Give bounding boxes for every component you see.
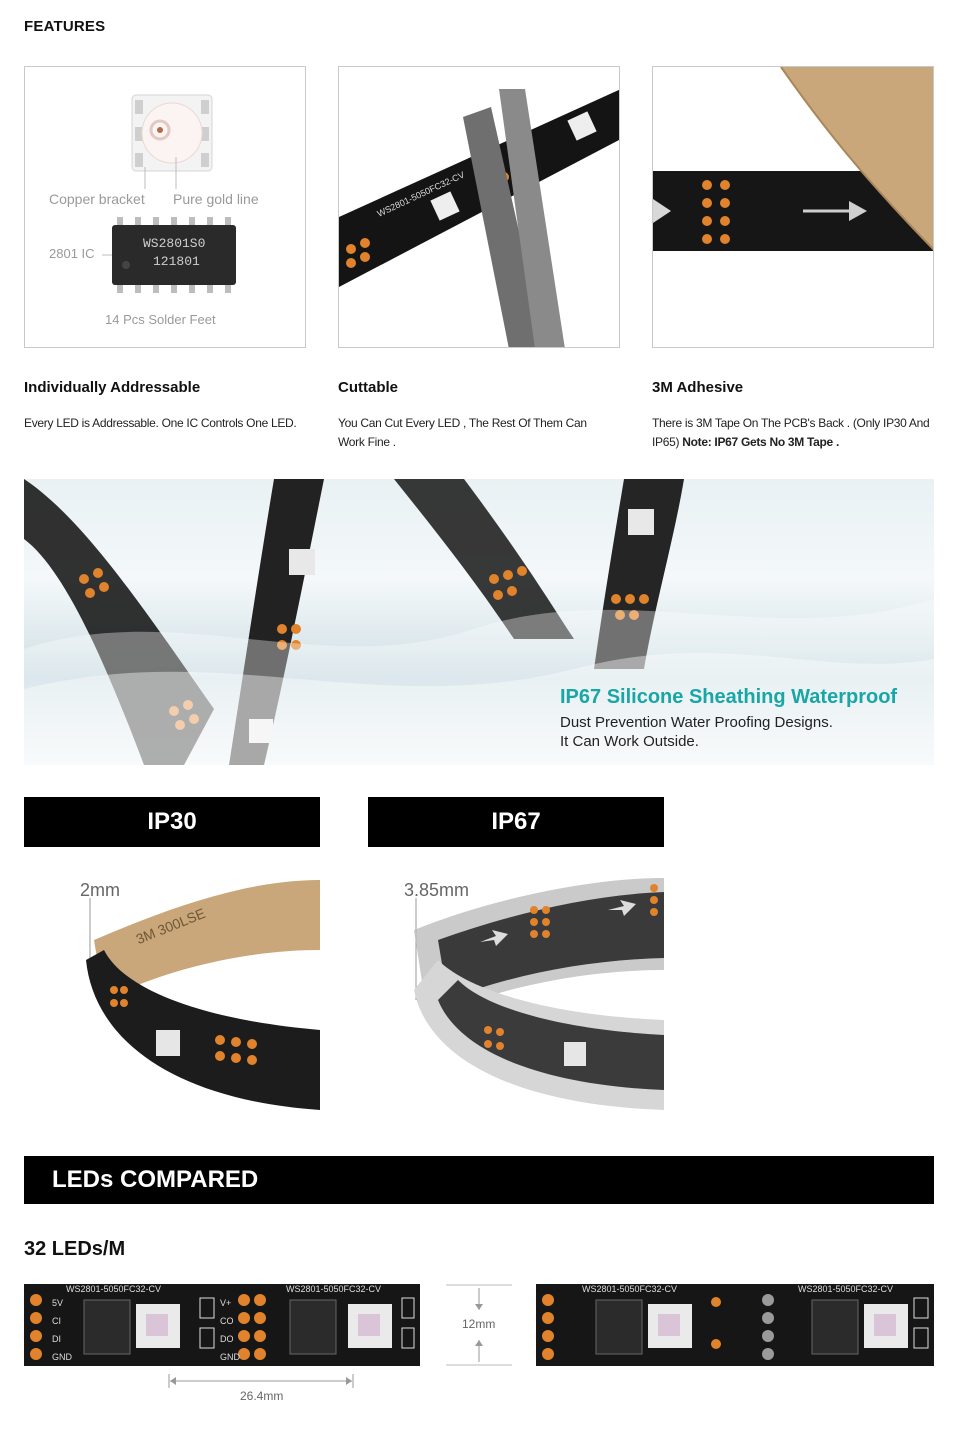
panel-adhesive: [652, 66, 934, 348]
panel-led-chip: Copper bracket Pure gold line 2801 IC WS…: [24, 66, 306, 348]
features-heading: FEATURES: [24, 18, 106, 35]
adhesive-note: Note: IP67 Gets No 3M Tape .: [682, 435, 839, 449]
pad-label-co: CO: [220, 1316, 234, 1326]
led-density-label: 32 LEDs/M: [24, 1238, 126, 1260]
waterproof-line-2: It Can Work Outside.: [560, 733, 699, 750]
leds-compared-header: LEDs COMPARED: [24, 1156, 934, 1204]
pad-label-di: DI: [52, 1334, 61, 1344]
feature-desc-adhesive: There is 3M Tape On The PCB's Back . (On…: [652, 414, 934, 452]
feature-title-cuttable: Cuttable: [338, 379, 398, 396]
led-chip-illustration: [102, 94, 236, 293]
led-strip-right: WS2801-5050FC32-CV WS2801-5050FC32-CV: [536, 1284, 934, 1366]
waterproof-line-1: Dust Prevention Water Proofing Designs.: [560, 714, 833, 731]
pad-label-5v: 5V: [52, 1298, 64, 1308]
pad-label-gnd: GND: [220, 1352, 240, 1362]
ip30-header: IP30: [24, 797, 320, 847]
chip-marking-1: WS2801S0: [143, 236, 206, 251]
adhesive-tape-illustration: [653, 67, 933, 251]
strip-right-text-2: WS2801-5050FC32-CV: [798, 1284, 894, 1294]
solder-feet-label: 14 Pcs Solder Feet: [105, 312, 216, 327]
ip67-thickness-label: 3.85mm: [404, 880, 470, 900]
pitch-dimension: 26.4mm: [168, 1374, 354, 1404]
strip-left-pad-labels: V+ CO DO GND: [220, 1294, 240, 1366]
chip-marking-2: 121801: [153, 254, 200, 269]
pad-label-gnd-in: GND: [52, 1352, 72, 1362]
width-label: 12mm: [462, 1317, 496, 1331]
pad-label-ci: CI: [52, 1316, 61, 1326]
strip-left-pad-labels-in: 5V CI DI GND: [52, 1294, 72, 1366]
ip30-thickness-label: 2mm: [80, 880, 120, 900]
ip67-header: IP67: [368, 797, 664, 847]
waterproof-strip-image: [24, 479, 934, 765]
strip-right-text-1: WS2801-5050FC32-CV: [582, 1284, 678, 1294]
ic-label: 2801 IC: [49, 246, 95, 261]
pitch-label: 26.4mm: [240, 1389, 284, 1403]
feature-desc-cuttable: You Can Cut Every LED , The Rest Of Them…: [338, 416, 587, 449]
gold-line-label: Pure gold line: [173, 191, 259, 207]
scissors-cutting-strip: WS2801-5050FC32-CV: [339, 89, 619, 347]
waterproof-banner: [24, 479, 934, 765]
copper-bracket-label: Copper bracket: [49, 191, 145, 207]
strip-left-text-1: WS2801-5050FC32-CV: [66, 1284, 162, 1294]
feature-title-adhesive: 3M Adhesive: [652, 379, 744, 396]
width-dimension: 12mm: [446, 1284, 512, 1366]
ip67-strip-image: 3.85mm: [368, 870, 664, 1110]
feature-desc-addressable: Every LED is Addressable. One IC Control…: [24, 416, 297, 430]
feature-title-addressable: Individually Addressable: [24, 379, 201, 396]
pad-label-do: DO: [220, 1334, 234, 1344]
ip30-strip-image: 2mm 3M 300LSE: [24, 870, 320, 1110]
adhesive-desc-text: There is 3M Tape On The PCB's Back . (On…: [652, 416, 930, 449]
waterproof-title: IP67 Silicone Sheathing Waterproof: [560, 686, 898, 708]
panel-cuttable: WS2801-5050FC32-CV: [338, 66, 620, 348]
led-strip-left: WS2801-5050FC32-CV WS2801-5050FC32-CV V+…: [24, 1284, 420, 1366]
pad-label-vplus: V+: [220, 1298, 232, 1308]
strip-left-text-2: WS2801-5050FC32-CV: [286, 1284, 382, 1294]
